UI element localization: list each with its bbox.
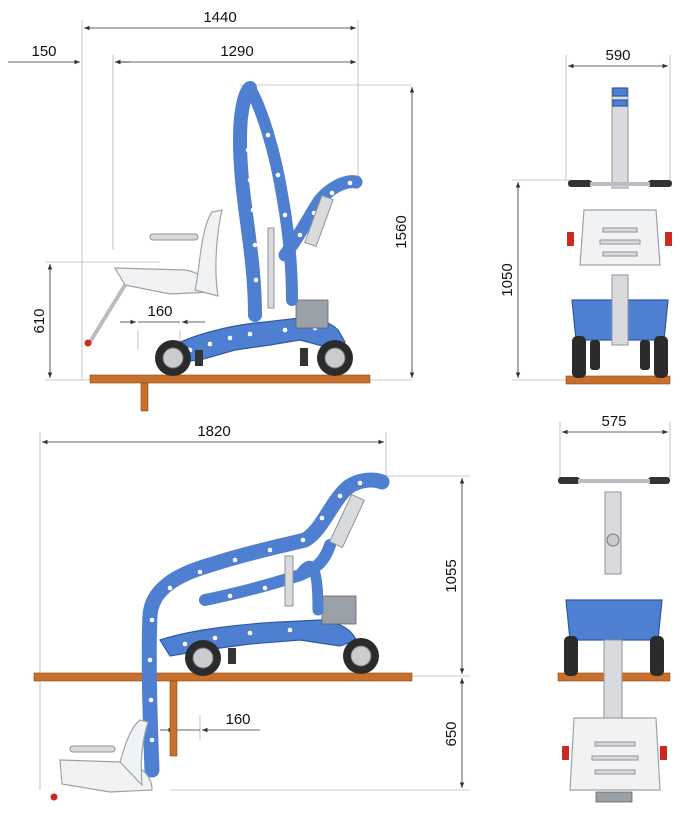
seat-front-top	[579, 209, 661, 266]
dim-575: 575	[601, 413, 626, 430]
motor-box-top	[295, 299, 329, 329]
dim-1050: 1050	[499, 263, 516, 296]
platform-post-bottom	[169, 680, 178, 757]
side-view-lowered	[33, 472, 413, 801]
dim-650: 650	[443, 721, 460, 746]
seat-front-bottom	[569, 717, 661, 791]
dimensions-side-view-lowered: 1820 1055 650 160	[39, 423, 470, 791]
platform-post-top	[140, 382, 149, 412]
side-view-raised	[84, 81, 371, 412]
dim-1820: 1820	[197, 423, 230, 440]
dim-1560: 1560	[393, 215, 410, 248]
dim-590: 590	[605, 47, 630, 64]
actuator-bottom	[284, 555, 294, 607]
dim-610: 610	[31, 308, 48, 333]
dim-160-bottom: 160	[225, 711, 250, 728]
front-view-raised	[565, 87, 672, 385]
dim-1055: 1055	[443, 559, 460, 592]
actuator-top	[304, 194, 334, 248]
mast-front-bottom	[604, 491, 622, 575]
dim-1440: 1440	[203, 9, 236, 26]
dimensions-front-view-raised: 590 1050	[499, 47, 671, 381]
motor-box-bottom	[321, 595, 357, 625]
dim-160-top: 160	[147, 303, 172, 320]
platform-top	[89, 374, 371, 384]
dim-1290: 1290	[220, 43, 253, 60]
dimensions-side-view-raised: 1440 150 1290 1560 610 160	[8, 9, 415, 381]
platform-bottom	[33, 672, 413, 682]
base-front-bottom	[565, 599, 663, 641]
dimensions-front-view-lowered: 575	[559, 413, 671, 478]
dim-150: 150	[31, 43, 56, 60]
front-view-lowered	[557, 477, 671, 803]
